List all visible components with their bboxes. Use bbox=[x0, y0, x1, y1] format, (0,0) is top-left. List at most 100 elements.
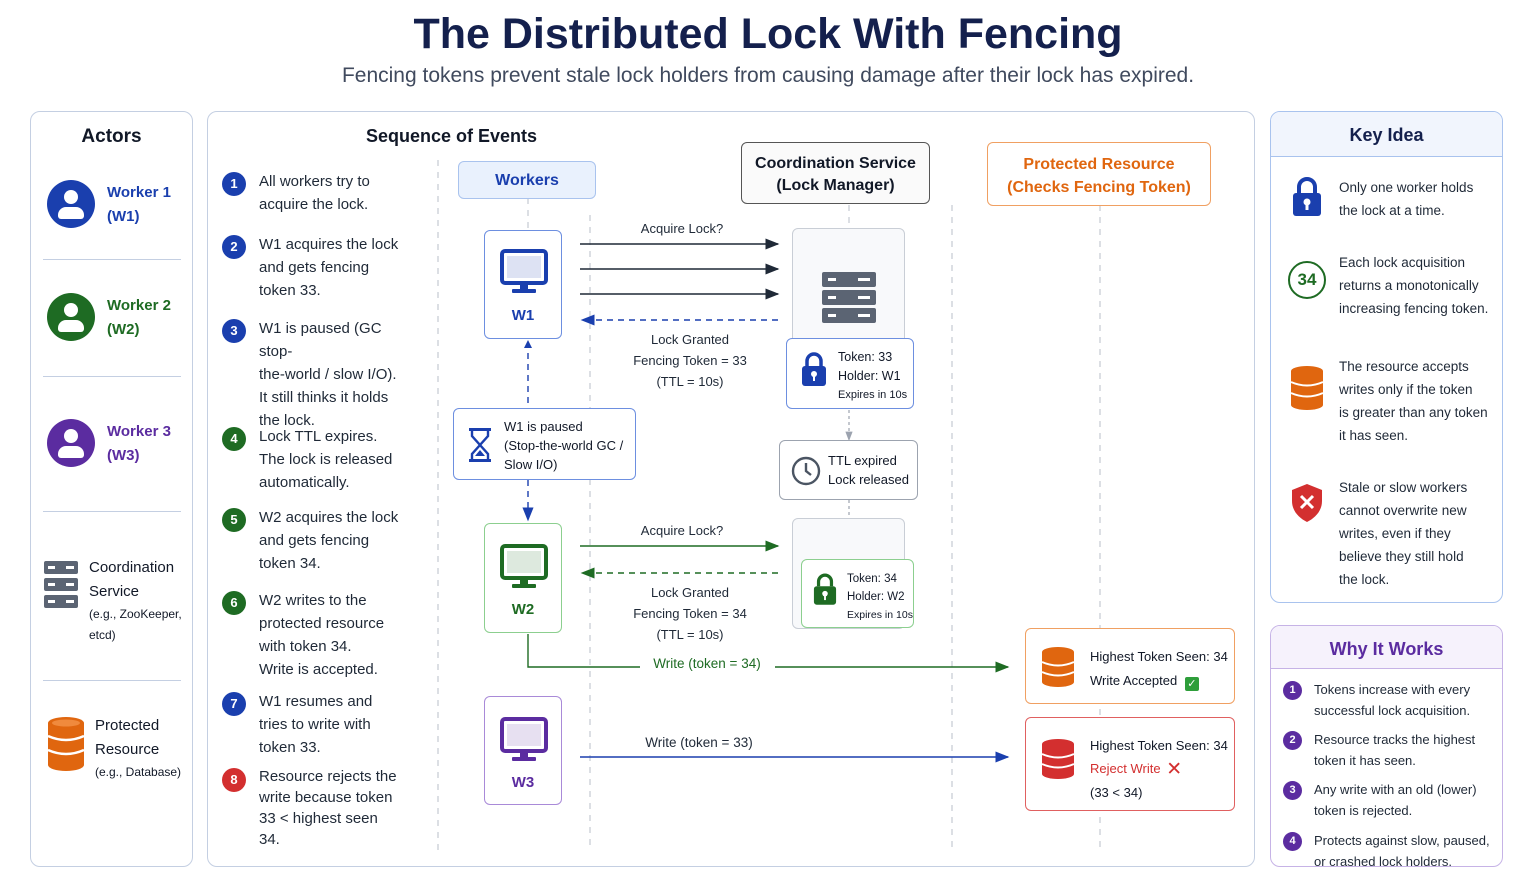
token-33-card: Token: 33 Holder: W1 Expires in 10s bbox=[786, 338, 914, 409]
why-number-badge: 4 bbox=[1283, 832, 1302, 851]
step-text-line: and gets fencing bbox=[259, 259, 370, 276]
actor-worker-1: Worker 1 (W1) bbox=[47, 180, 193, 232]
check-icon: ✓ bbox=[1184, 677, 1199, 691]
rejected-status: Reject Write bbox=[1090, 761, 1161, 776]
key-item-4-line-5: the lock. bbox=[1339, 572, 1390, 587]
res-label-1: Protected bbox=[95, 717, 160, 734]
why-text-line: token it has seen. bbox=[1314, 753, 1416, 768]
coordination-header: Coordination Service (Lock Manager) bbox=[741, 142, 930, 204]
step-text-line: acquire the lock. bbox=[259, 196, 369, 213]
key-item-4-line-3: writes, even if they bbox=[1339, 526, 1451, 541]
database-icon bbox=[1290, 366, 1324, 410]
token-34-value: Token: 34 bbox=[847, 573, 897, 585]
coord-sub-2: etcd) bbox=[89, 628, 116, 642]
accepted-status: Write Accepted bbox=[1090, 673, 1178, 688]
why-text-line: successful lock acquisition. bbox=[1314, 703, 1471, 718]
step-text-line: It still thinks it holds bbox=[259, 389, 389, 406]
write-33-label: Write (token = 33) bbox=[645, 735, 753, 750]
worker-2-id: (W2) bbox=[107, 321, 140, 338]
shield-x-icon bbox=[1292, 484, 1322, 522]
key-idea-panel: Key Idea Only one worker holds the lock … bbox=[1270, 111, 1503, 603]
step-text-line: 34. bbox=[259, 831, 280, 848]
why-text: Any write with an old (lower)token is re… bbox=[1314, 779, 1508, 821]
ttl-line-1: TTL expired bbox=[828, 453, 897, 468]
why-number-badge: 3 bbox=[1283, 781, 1302, 800]
w2-computer: W2 bbox=[484, 523, 562, 633]
why-text-line: token is rejected. bbox=[1314, 803, 1413, 818]
w2-label: W2 bbox=[511, 601, 535, 618]
clock-icon bbox=[791, 456, 821, 486]
step-text-line: token 33. bbox=[259, 739, 321, 756]
resource-header: Protected Resource (Checks Fencing Token… bbox=[987, 142, 1211, 206]
step-text-line: Resource rejects the bbox=[259, 768, 397, 785]
monitor-icon bbox=[500, 249, 548, 293]
worker-3-name: Worker 3 bbox=[107, 423, 171, 440]
lock-granted-34: Lock Granted Fencing Token = 34 (TTL = 1… bbox=[617, 582, 763, 645]
step-text-line: Write is accepted. bbox=[259, 661, 378, 678]
why-number-badge: 1 bbox=[1283, 681, 1302, 700]
key-item-4-line-2: cannot overwrite new bbox=[1339, 503, 1467, 518]
server-stack-icon bbox=[822, 272, 876, 323]
write-34-label: Write (token = 34) bbox=[653, 656, 761, 671]
page-title: The Distributed Lock With Fencing bbox=[413, 10, 1123, 58]
step-number-badge: 6 bbox=[222, 591, 246, 615]
ttl-line-2: Lock released bbox=[828, 472, 909, 487]
monitor-icon bbox=[500, 717, 548, 761]
step-text-line: 33 < highest seen bbox=[259, 810, 378, 827]
granted-34-line-1: Lock Granted bbox=[650, 585, 730, 600]
w1-computer: W1 bbox=[484, 230, 562, 339]
step-text-line: the-world / slow I/O). bbox=[259, 366, 397, 383]
key-item-2-line-3: increasing fencing token. bbox=[1339, 301, 1489, 316]
res-label-2: Resource bbox=[95, 741, 160, 758]
server-icon bbox=[44, 561, 78, 608]
key-item-3-line-2: writes only if the token bbox=[1339, 382, 1473, 397]
worker-2-name: Worker 2 bbox=[107, 297, 171, 314]
key-idea-header bbox=[1271, 112, 1502, 157]
actor-worker-3: Worker 3 (W3) bbox=[47, 419, 193, 471]
step-text-line: automatically. bbox=[259, 474, 350, 491]
step-text-line: tries to write with bbox=[259, 716, 371, 733]
step-text-line: the lock. bbox=[259, 412, 315, 429]
x-icon: ✕ bbox=[1166, 759, 1183, 780]
granted-33-line-1: Lock Granted bbox=[650, 332, 730, 347]
step-text-line: W2 writes to the bbox=[259, 592, 367, 609]
why-header bbox=[1271, 626, 1502, 669]
granted-34-line-3: (TTL = 10s) bbox=[656, 627, 724, 642]
key-item-2-line-1: Each lock acquisition bbox=[1339, 255, 1466, 270]
step-number-badge: 1 bbox=[222, 172, 246, 196]
why-text: Protects against slow, paused,or crashed… bbox=[1314, 830, 1508, 872]
step-number-badge: 3 bbox=[222, 319, 246, 343]
coord-sub-1: (e.g., ZooKeeper, bbox=[89, 607, 182, 621]
paused-line-1: W1 is paused bbox=[504, 419, 583, 434]
key-item-1-line-2: the lock at a time. bbox=[1339, 203, 1445, 218]
step-text: W1 is paused (GC stop-the-world / slow I… bbox=[259, 317, 419, 432]
lock-manager-server bbox=[792, 228, 905, 348]
key-idea-title: Key Idea bbox=[1349, 125, 1424, 145]
token-34-expiry: Expires in 10s bbox=[847, 609, 913, 621]
worker-1-avatar-icon bbox=[47, 180, 95, 228]
w1-label: W1 bbox=[511, 307, 535, 324]
actor-worker-2: Worker 2 (W2) bbox=[47, 293, 193, 345]
why-text-line: Resource tracks the highest bbox=[1314, 732, 1476, 747]
sequence-title: Sequence of Events bbox=[366, 126, 538, 146]
token-34-holder: Holder: W2 bbox=[847, 591, 905, 603]
key-item-3-line-4: it has seen. bbox=[1339, 428, 1409, 443]
granted-34-line-2: Fencing Token = 34 bbox=[633, 606, 747, 621]
key-item-4-line-4: believe they still hold bbox=[1339, 549, 1464, 564]
write-accepted-card: Highest Token Seen: 34 Write Accepted ✓ bbox=[1025, 628, 1235, 704]
step-text-line: protected resource bbox=[259, 615, 385, 632]
page-subtitle: Fencing tokens prevent stale lock holder… bbox=[341, 64, 1195, 87]
worker-2-avatar-icon bbox=[47, 293, 95, 341]
paused-line-3: Slow I/O) bbox=[504, 457, 558, 472]
write-rejected-card: Highest Token Seen: 34 Reject Write ✕ (3… bbox=[1025, 717, 1235, 811]
step-text-line: W1 resumes and bbox=[259, 693, 373, 710]
res-sub: (e.g., Database) bbox=[95, 765, 182, 779]
lock-icon bbox=[1293, 177, 1321, 216]
step-text-line: W2 acquires the lock bbox=[259, 509, 399, 526]
